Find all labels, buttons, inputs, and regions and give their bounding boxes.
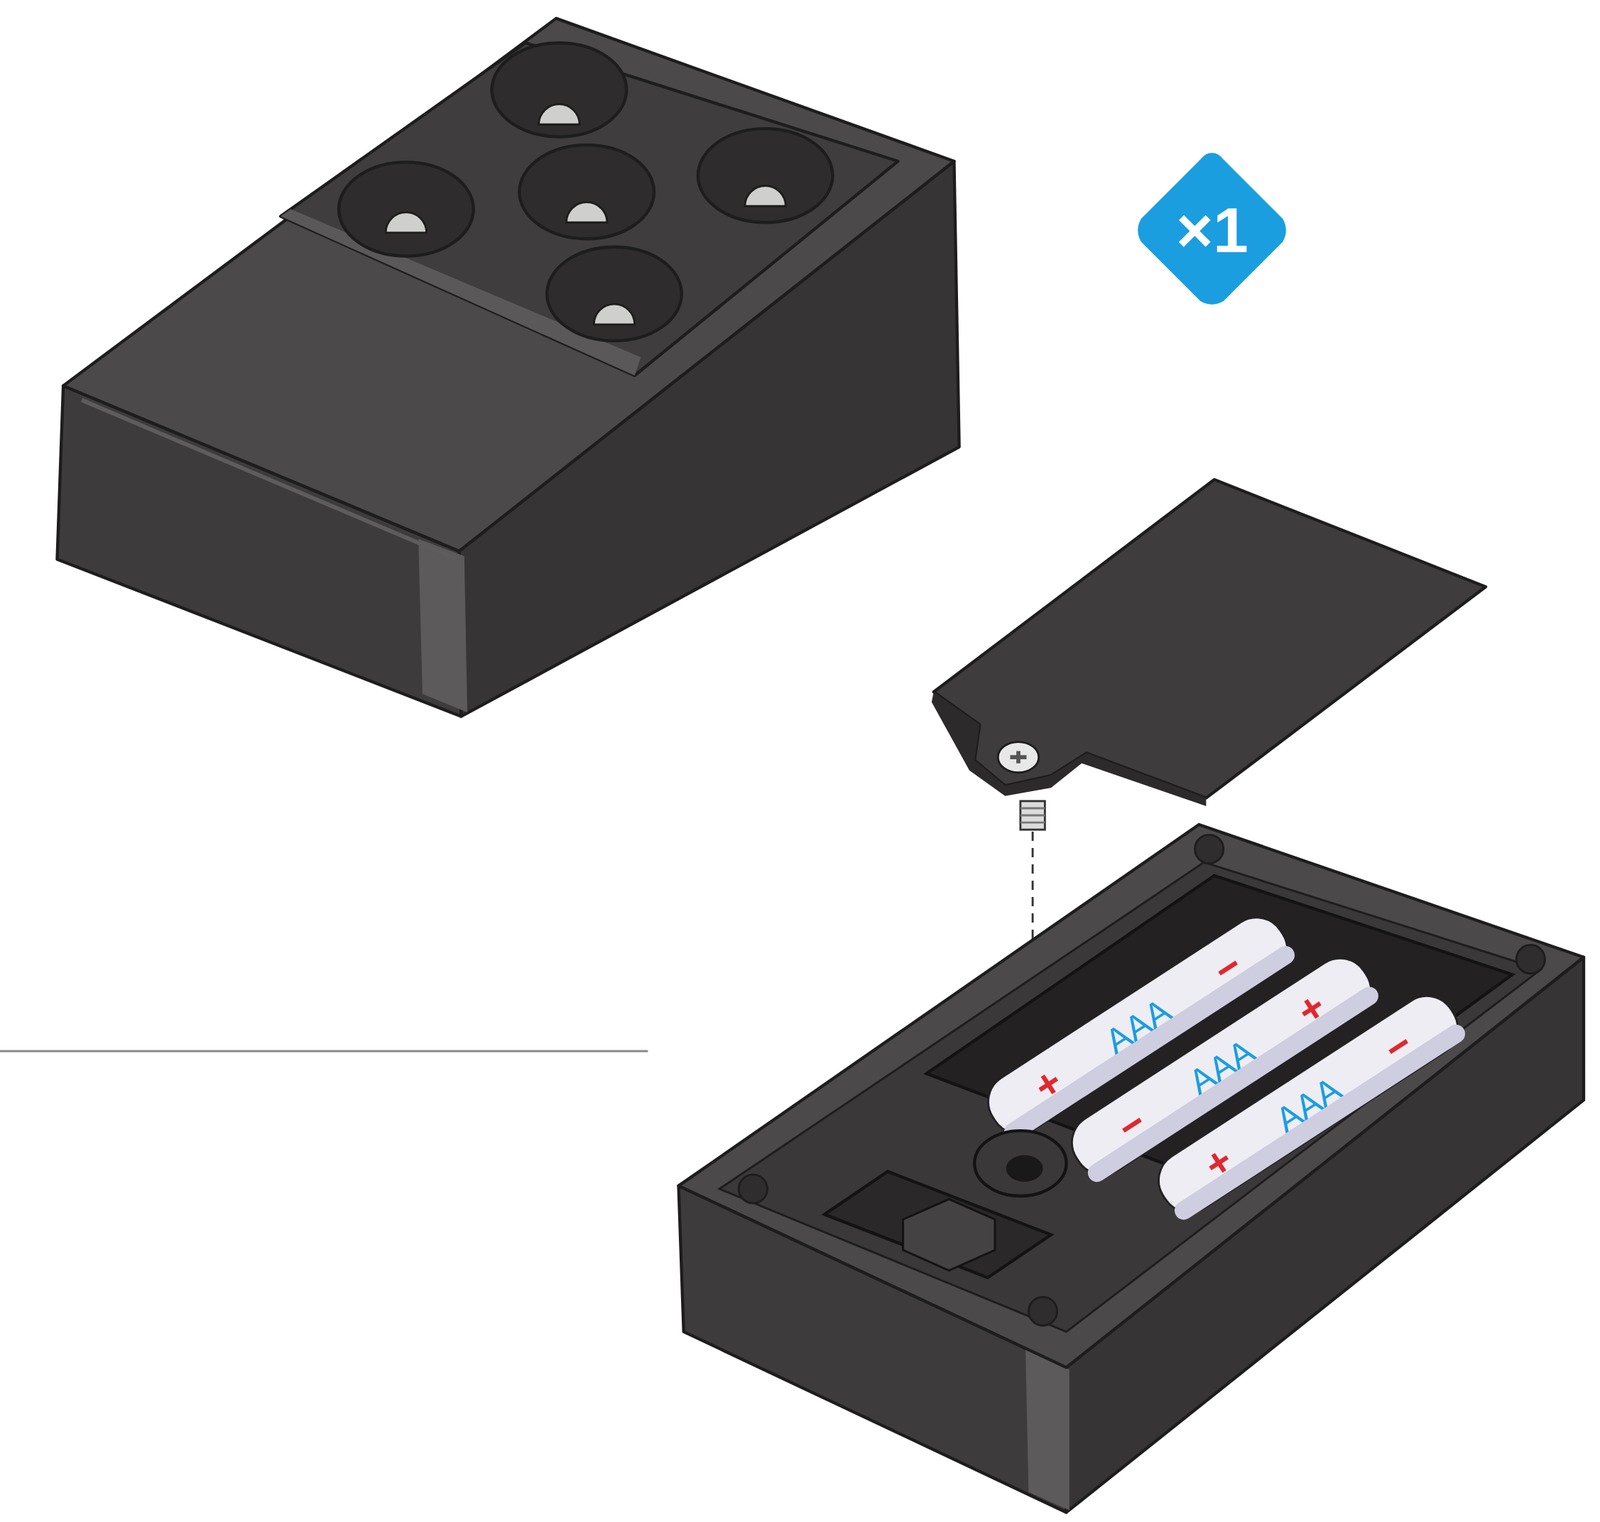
- divider-line: [0, 1050, 648, 1053]
- remote-top: [56, 18, 959, 717]
- battery-cover: [931, 479, 1486, 830]
- battery-box: [678, 824, 1584, 1512]
- battery: [1147, 984, 1469, 1223]
- count-text: ×1: [1176, 198, 1249, 263]
- count-badge: ×1: [1129, 148, 1295, 314]
